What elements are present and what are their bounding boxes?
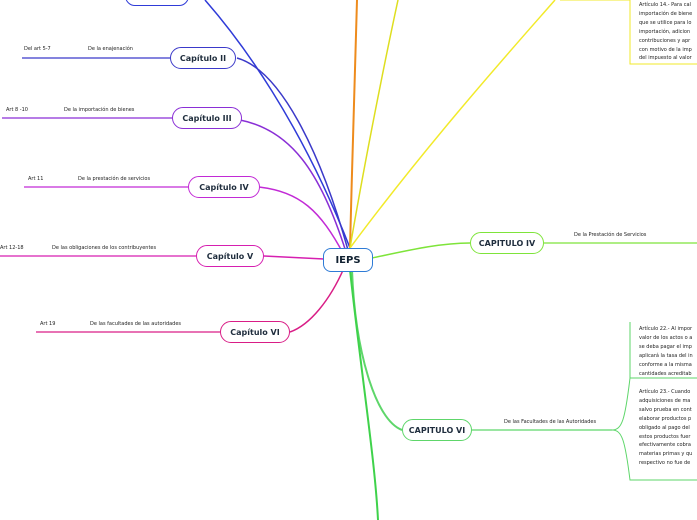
- note-articulo-22: Artículo 22.- Al impor valor de los acto…: [639, 326, 693, 377]
- article-label: Art 11: [28, 176, 44, 182]
- connector-capitulo-vi: [289, 267, 345, 333]
- node-capitulo-iii[interactable]: Capítulo III: [172, 107, 242, 129]
- topic-label: De la enajenación: [88, 46, 133, 52]
- connector-capitulo-iv-right: [371, 242, 471, 259]
- topic-label: De la importación de bienes: [64, 107, 135, 113]
- connector-top-orange: [349, 0, 358, 249]
- node-capitulo-vi-right[interactable]: CAPITULO VI: [402, 419, 472, 441]
- article-label: Art 8 -10: [6, 107, 28, 113]
- node-capitulo-iv[interactable]: Capítulo IV: [188, 176, 260, 198]
- central-title: IEPS: [335, 254, 361, 266]
- article-label: Art 12-18: [0, 245, 24, 251]
- connector-top-yellow: [349, 0, 399, 249]
- node-label: Capítulo V: [206, 251, 254, 261]
- node-label: CAPITULO VI: [408, 425, 466, 435]
- connector-capitulo-iv: [258, 186, 345, 256]
- node-capitulo-v[interactable]: Capítulo V: [196, 245, 264, 267]
- note-articulo-14: Artículo 14.- Para cal importación de bi…: [639, 2, 693, 62]
- node-label: Capítulo VI: [230, 327, 280, 337]
- connector-top-yellow-2: [349, 0, 556, 249]
- topic-label: De las facultades de las autoridades: [90, 321, 182, 327]
- node-label: CAPITULO IV: [478, 238, 536, 248]
- connector-capitulo-v: [263, 255, 325, 260]
- topic-label: De las Facultades de las Autoridades: [504, 419, 597, 425]
- connector-bottom-green: [349, 269, 379, 520]
- topic-label: De la prestación de servicios: [78, 176, 151, 182]
- node-label: Capítulo II: [179, 53, 227, 63]
- article-label: Art 19: [40, 321, 56, 327]
- node-capitulo-vi[interactable]: Capítulo VI: [220, 321, 290, 343]
- topic-label: De la Prestación de Servicios: [574, 232, 647, 238]
- central-node[interactable]: IEPS: [323, 248, 373, 272]
- connector-capitulo-iii: [239, 119, 347, 253]
- node-top-partial[interactable]: [125, 0, 189, 6]
- node-capitulo-ii[interactable]: Capítulo II: [170, 47, 236, 69]
- node-capitulo-iv-right[interactable]: CAPITULO IV: [470, 232, 544, 254]
- connector-top-blue: [204, 0, 351, 249]
- topic-label: De las obligaciones de los contribuyente…: [52, 245, 157, 251]
- connector-capitulo-ii: [236, 57, 349, 251]
- article-label: Del art 5-7: [24, 46, 51, 52]
- note-articulo-23: Artículo 23.- Cuando adquisiciones de ma…: [639, 389, 693, 467]
- node-label: Capítulo III: [182, 113, 232, 123]
- node-label: Capítulo IV: [199, 182, 249, 192]
